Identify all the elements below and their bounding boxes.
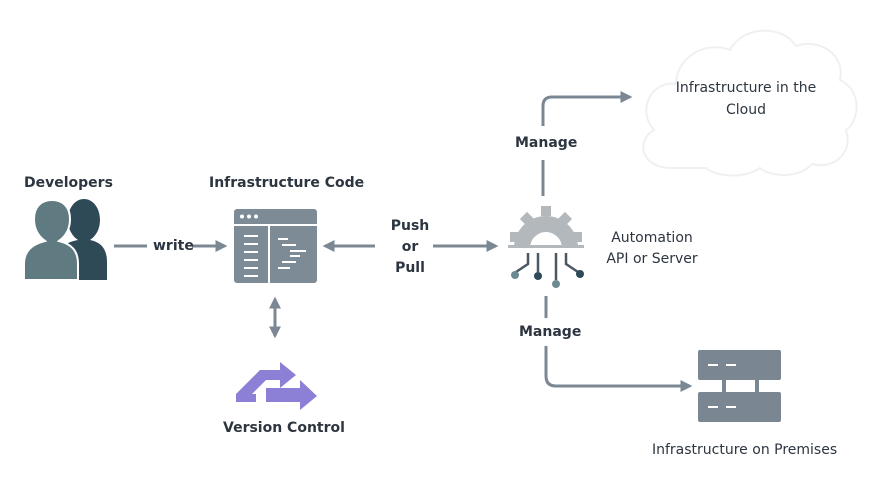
manage-cloud-arrow-upper xyxy=(541,91,633,126)
server-icon xyxy=(698,350,781,422)
version-control-icon xyxy=(236,362,317,410)
write-label: write xyxy=(153,238,194,254)
cloud-line1: Infrastructure in the xyxy=(675,80,817,96)
version-control-label: Version Control xyxy=(223,420,345,436)
code-panel-icon xyxy=(234,209,317,283)
premises-label: Infrastructure on Premises xyxy=(652,442,838,458)
cloud-label: Infrastructure in the Cloud xyxy=(666,77,826,121)
infra-code-label: Infrastructure Code xyxy=(209,175,365,191)
push-text: Push xyxy=(390,218,430,234)
gear-icon xyxy=(508,206,584,288)
push-pull-label: Push or Pull xyxy=(380,216,440,279)
or-text: or xyxy=(401,239,419,255)
automation-line2: API or Server xyxy=(606,251,698,267)
cloud-line2: Cloud xyxy=(726,102,766,118)
manage-premises-arrow-lower xyxy=(544,346,693,392)
automation-label: Automation API or Server xyxy=(598,228,706,270)
manage-cloud-label: Manage xyxy=(515,135,578,151)
automation-line1: Automation xyxy=(611,230,693,246)
manage-premises-label: Manage xyxy=(519,324,582,340)
developers-label: Developers xyxy=(24,175,113,191)
developers-icon xyxy=(23,198,107,281)
cloud-shape xyxy=(642,29,858,177)
pull-text: Pull xyxy=(395,260,425,276)
